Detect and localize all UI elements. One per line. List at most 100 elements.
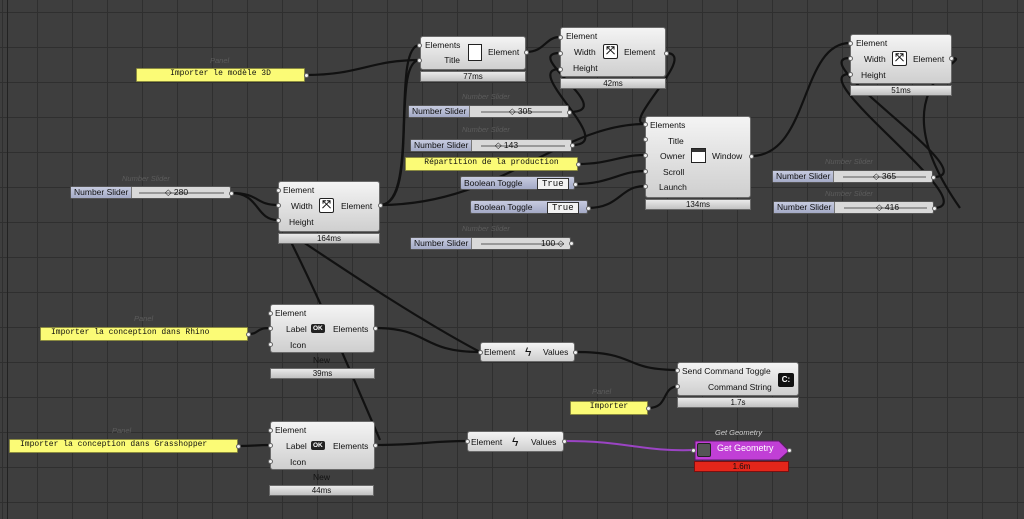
toggle-value[interactable]: True	[547, 202, 579, 214]
import-model-panel[interactable]: Importer le modèle 3D	[136, 68, 305, 82]
output-grip[interactable]	[787, 448, 792, 453]
input-grip[interactable]	[276, 203, 281, 208]
input-title: Title	[668, 136, 684, 146]
values-component[interactable]: Element ϟ Values	[480, 342, 575, 362]
input-grip[interactable]	[478, 350, 483, 355]
number-slider-280[interactable]: Number Slider ◇ 280	[70, 186, 231, 199]
output-grip[interactable]	[931, 175, 936, 180]
output-grip[interactable]	[576, 162, 581, 167]
output-grip[interactable]	[664, 51, 669, 56]
output-grip[interactable]	[932, 206, 937, 211]
number-slider-143[interactable]: Number Slider ◇ 143	[410, 139, 572, 152]
output-grip[interactable]	[373, 326, 378, 331]
output-grip[interactable]	[562, 439, 567, 444]
slider-track	[843, 176, 926, 178]
input-height: Height	[289, 217, 314, 227]
boolean-toggle[interactable]: Boolean Toggle True	[460, 176, 575, 190]
slider-name: Number Slider	[71, 187, 133, 198]
input-grip[interactable]	[643, 153, 648, 158]
lightning-icon: ϟ	[525, 345, 532, 359]
output-grip[interactable]	[229, 191, 234, 196]
number-slider-305[interactable]: Number Slider ◇ 305	[408, 105, 569, 118]
input-grip[interactable]	[848, 72, 853, 77]
input-grip[interactable]	[268, 326, 273, 331]
values-component[interactable]: Element ϟ Values	[467, 431, 564, 452]
output-grip[interactable]	[567, 110, 572, 115]
title-element-component[interactable]: Elements Title Element	[420, 36, 526, 70]
input-width: Width	[291, 201, 313, 211]
input-grip[interactable]	[691, 448, 696, 453]
input-grip[interactable]	[848, 56, 853, 61]
output-elements: Elements	[333, 324, 369, 334]
input-grip[interactable]	[268, 443, 273, 448]
input-grip[interactable]	[268, 459, 273, 464]
output-grip[interactable]	[373, 443, 378, 448]
output-grip[interactable]	[378, 203, 383, 208]
input-grip[interactable]	[276, 218, 281, 223]
input-grip[interactable]	[558, 67, 563, 72]
size-element-component[interactable]: Element Width Height ⤧ Element	[278, 181, 380, 232]
input-grip[interactable]	[276, 188, 281, 193]
output-grip[interactable]	[236, 444, 241, 449]
input-grip[interactable]	[558, 51, 563, 56]
output-grip[interactable]	[246, 332, 251, 337]
input-grip[interactable]	[675, 384, 680, 389]
slider-track	[844, 207, 927, 209]
number-slider-416[interactable]: Number Slider ◇ 416	[773, 201, 934, 214]
wire	[299, 239, 481, 353]
input-label: Label	[286, 324, 307, 334]
toggle-name: Boolean Toggle	[474, 202, 533, 212]
wire	[247, 326, 271, 336]
resize-icon: ⤧	[603, 44, 618, 59]
window-component[interactable]: Elements Title Owner Scroll Launch Windo…	[645, 116, 751, 198]
input-grip[interactable]	[558, 35, 563, 40]
input-height: Height	[861, 70, 886, 80]
input-element: Element	[275, 425, 307, 435]
importer-panel[interactable]: Importer	[570, 401, 648, 415]
production-panel[interactable]: Répartition de la production	[405, 157, 578, 171]
size-element-component[interactable]: Element Width Height ⤧ Element	[560, 27, 666, 77]
ok-button-icon: OK	[311, 441, 325, 450]
input-grip[interactable]	[848, 41, 853, 46]
number-slider-365[interactable]: Number Slider ◇ 365	[772, 170, 933, 183]
boolean-toggle[interactable]: Boolean Toggle True	[470, 200, 588, 214]
output-grip[interactable]	[569, 241, 574, 246]
wire	[374, 439, 468, 447]
number-slider-100[interactable]: Number Slider 100 ◇	[410, 237, 571, 250]
size-element-component[interactable]: Element Width Height ⤧ Element	[850, 34, 952, 84]
output-grip[interactable]	[949, 56, 954, 61]
output-grip[interactable]	[573, 182, 578, 187]
send-command-component[interactable]: Send Command Toggle Command String C:	[677, 362, 799, 396]
button-component[interactable]: Element Label Icon OK Elements	[270, 421, 375, 470]
toggle-value[interactable]: True	[537, 178, 569, 190]
input-grip[interactable]	[268, 428, 273, 433]
get-geometry-shape	[694, 440, 790, 461]
output-grip[interactable]	[570, 143, 575, 148]
output-grip[interactable]	[749, 154, 754, 159]
output-grip[interactable]	[573, 350, 578, 355]
input-grip[interactable]	[643, 184, 648, 189]
input-grip[interactable]	[417, 58, 422, 63]
get-geometry-component[interactable]: Get Geometry	[693, 440, 783, 460]
output-grip[interactable]	[586, 206, 591, 211]
import-rhino-panel[interactable]: Importer la conception dans Rhino	[40, 327, 248, 341]
timing-bar: 51ms	[850, 85, 952, 96]
output-grip[interactable]	[646, 406, 651, 411]
output-grip[interactable]	[524, 50, 529, 55]
button-component[interactable]: Element Label Icon OK Elements	[270, 304, 375, 353]
slider-value: ◇ 416	[876, 202, 900, 212]
input-grip[interactable]	[643, 122, 648, 127]
import-grasshopper-panel[interactable]: Importer la conception dans Grasshopper	[9, 439, 238, 453]
timing-bar-error: 1.6m	[694, 461, 789, 472]
input-grip[interactable]	[268, 311, 273, 316]
resize-icon: ⤧	[892, 51, 907, 66]
input-grip[interactable]	[675, 368, 680, 373]
input-grip[interactable]	[643, 137, 648, 142]
slider-value: ◇ 305	[509, 106, 533, 116]
input-grip[interactable]	[643, 169, 648, 174]
input-grip[interactable]	[268, 342, 273, 347]
input-grip[interactable]	[417, 43, 422, 48]
lightning-icon: ϟ	[512, 435, 519, 449]
input-grip[interactable]	[465, 439, 470, 444]
output-grip[interactable]	[304, 73, 309, 78]
